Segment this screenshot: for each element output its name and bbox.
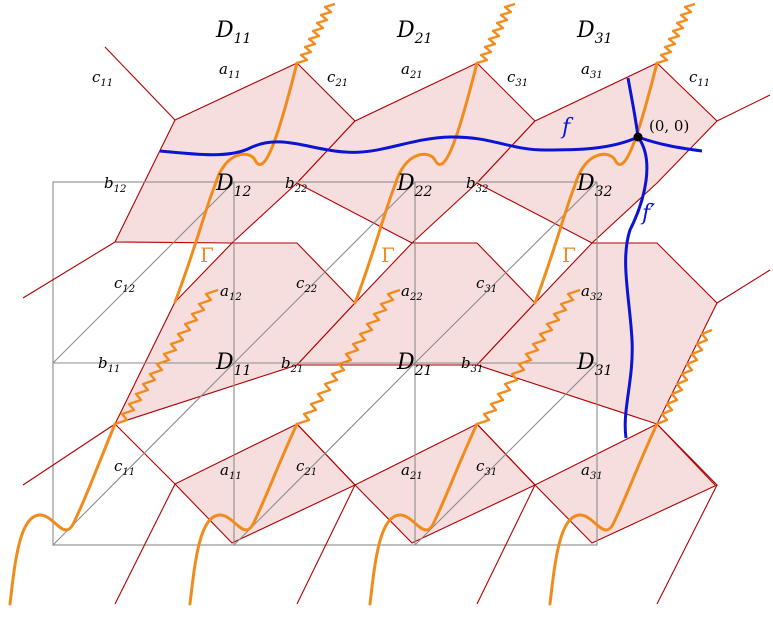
curve-labels: Γ Γ Γ f f′ (0, 0) xyxy=(200,115,689,267)
label-c11-tl: c11 xyxy=(92,68,113,89)
label-c31-mid: c31 xyxy=(476,274,497,295)
label-b32: b32 xyxy=(466,174,488,195)
blue-curves xyxy=(159,77,703,439)
label-c31-bot: c31 xyxy=(476,457,497,478)
origin-label: (0, 0) xyxy=(649,117,689,135)
label-c12: c12 xyxy=(114,274,135,295)
label-b22: b22 xyxy=(285,174,307,195)
gamma-zigzag-mid-1 xyxy=(114,288,219,426)
label-b12: b12 xyxy=(104,174,126,195)
label-D11-top: D11 xyxy=(215,18,251,47)
label-a12: a12 xyxy=(220,282,242,303)
origin-point xyxy=(633,132,643,142)
gamma-curve-5 xyxy=(188,422,299,606)
label-a31-top: a31 xyxy=(581,60,603,81)
cell-row3-1 xyxy=(114,423,356,544)
gamma-curve-7 xyxy=(548,422,659,606)
gamma-zigzag-mid-3 xyxy=(476,288,581,426)
label-b21: b21 xyxy=(281,354,303,375)
gamma-zigzag-mid-2 xyxy=(296,288,401,426)
label-D12: D12 xyxy=(215,171,252,200)
gamma-zigzag-top-2 xyxy=(476,2,516,65)
gamma-zigzag-top-3 xyxy=(656,2,696,65)
label-c21-top: c21 xyxy=(327,68,348,89)
label-a11-bot: a11 xyxy=(220,461,242,482)
label-a22: a22 xyxy=(401,282,423,303)
gamma-label-2: Γ xyxy=(381,243,395,267)
square-grid xyxy=(52,181,598,546)
label-a11-top: a11 xyxy=(219,60,241,81)
gamma-zigzag-top-1 xyxy=(296,2,336,65)
gamma-curve-2 xyxy=(353,61,479,305)
edge-labels: c11 a11 c21 a21 c31 a31 c11 b12 b22 b32 … xyxy=(92,60,710,482)
label-D21-top: D21 xyxy=(396,18,432,47)
f-prime-label: f′ xyxy=(640,201,655,226)
label-D11-mid: D11 xyxy=(215,350,251,379)
gamma-curve-4 xyxy=(8,422,117,606)
cell-row1-2 xyxy=(296,62,536,244)
label-b31: b31 xyxy=(461,354,483,375)
label-c11-bot: c11 xyxy=(114,457,135,478)
domain-labels: D11 D21 D31 D12 D22 D32 D11 D21 D31 xyxy=(215,18,613,379)
gamma-label-1: Γ xyxy=(200,243,214,267)
label-b11: b11 xyxy=(98,354,120,375)
gamma-curve-6 xyxy=(368,422,479,606)
gamma-label-3: Γ xyxy=(562,243,576,267)
gamma-zigzag-mid-4 xyxy=(656,328,713,426)
label-a21-bot: a21 xyxy=(401,461,423,482)
label-c22: c22 xyxy=(296,274,317,295)
label-c21-bot: c21 xyxy=(296,457,317,478)
tropical-edges xyxy=(22,46,771,605)
label-a21-top: a21 xyxy=(401,60,423,81)
label-D31-mid: D31 xyxy=(576,350,612,379)
label-D31-top: D31 xyxy=(576,18,612,47)
f-prime-curve xyxy=(623,77,649,439)
label-D21-mid: D21 xyxy=(396,350,432,379)
label-D22: D22 xyxy=(396,171,433,200)
label-a32: a32 xyxy=(581,282,603,303)
gamma-curve-1 xyxy=(173,61,299,304)
label-a31-bot: a31 xyxy=(581,461,603,482)
label-c31-top: c31 xyxy=(507,68,528,89)
label-D32: D32 xyxy=(576,171,613,200)
label-c11-tr: c11 xyxy=(689,68,710,89)
